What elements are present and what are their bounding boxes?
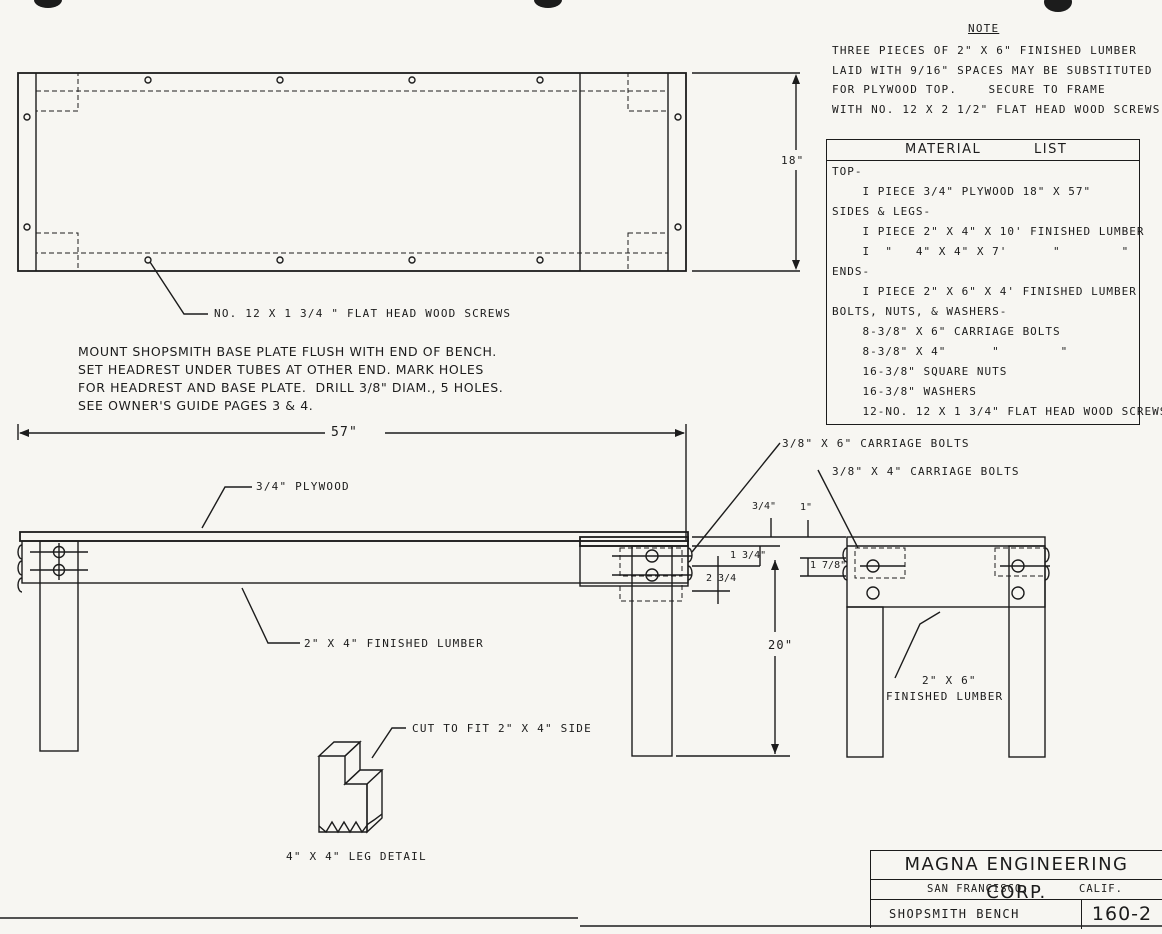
leg-detail bbox=[317, 727, 406, 834]
punch-hole-right bbox=[1044, 0, 1072, 12]
material-row: BOLTS, NUTS, & WASHERS- bbox=[832, 305, 1008, 318]
leg-detail-caption: 4" X 4" LEG DETAIL bbox=[286, 850, 427, 863]
end-lumber-label-1: 2" X 6" bbox=[922, 674, 977, 687]
top-view bbox=[17, 72, 800, 315]
material-row: 16-3/8" SQUARE NUTS bbox=[832, 365, 1008, 378]
material-list-header: MATERIAL LIST bbox=[827, 140, 1139, 161]
material-row: I PIECE 3/4" PLYWOOD 18" X 57" bbox=[832, 185, 1092, 198]
material-row: I " 4" X 4" X 7' " " bbox=[832, 245, 1130, 258]
material-row: SIDES & LEGS- bbox=[832, 205, 932, 218]
screw-leader bbox=[149, 261, 208, 315]
material-row: 8-3/8" X 4" " " bbox=[832, 345, 1069, 358]
side-rail bbox=[21, 540, 689, 584]
frame-hidden-lines bbox=[35, 90, 669, 254]
dim-one-three-quarter: 1 3/4" bbox=[730, 550, 767, 561]
dim-one-inch: 1" bbox=[800, 502, 813, 513]
cut-leader bbox=[371, 727, 406, 759]
material-row: ENDS- bbox=[832, 265, 871, 278]
material-row: TOP- bbox=[832, 165, 863, 178]
mount-instructions: MOUNT SHOPSMITH BASE PLATE FLUSH WITH EN… bbox=[78, 343, 503, 415]
end-view-left bbox=[579, 536, 693, 757]
lumber-label: 2" X 4" FINISHED LUMBER bbox=[304, 637, 484, 650]
material-header-left: MATERIAL bbox=[905, 142, 982, 157]
material-list: MATERIAL LIST TOP- I PIECE 3/4" PLYWOOD … bbox=[826, 139, 1162, 425]
note-line: WITH NO. 12 X 2 1/2" FLAT HEAD WOOD SCRE… bbox=[832, 102, 1162, 116]
instruction-line: SET HEADREST UNDER TUBES AT OTHER END. M… bbox=[78, 362, 484, 377]
dim-three-quarter: 3/4" bbox=[752, 501, 777, 512]
material-header-right: LIST bbox=[1034, 142, 1068, 157]
lumber-leader bbox=[241, 587, 300, 644]
title-block: MAGNA ENGINEERING CORP. SAN FRANCISCO, C… bbox=[870, 850, 1162, 929]
dim-20-label: 20" bbox=[768, 638, 794, 652]
note-line: THREE PIECES OF 2" X 6" FINISHED LUMBER bbox=[832, 44, 1138, 57]
material-row: 16-3/8" WASHERS bbox=[832, 385, 977, 398]
punch-hole-center bbox=[534, 0, 562, 8]
drawing-name: SHOPSMITH BENCH bbox=[871, 900, 1082, 929]
screw-callout: NO. 12 X 1 3/4 " FLAT HEAD WOOD SCREWS bbox=[214, 307, 512, 320]
end-lumber-label-2: FINISHED LUMBER bbox=[886, 690, 1004, 703]
end-leg-left bbox=[631, 545, 673, 757]
drawing-info: SHOPSMITH BENCH 160-2 bbox=[871, 900, 1162, 929]
screw-holes bbox=[23, 76, 682, 264]
end-lumber-leader bbox=[894, 611, 941, 679]
company-location: SAN FRANCISCO, CALIF. bbox=[871, 880, 1162, 900]
instruction-line: MOUNT SHOPSMITH BASE PLATE FLUSH WITH EN… bbox=[78, 344, 497, 359]
cut-label: CUT TO FIT 2" X 4" SIDE bbox=[412, 722, 592, 735]
material-row: I PIECE 2" X 4" X 10' FINISHED LUMBER bbox=[832, 225, 1145, 238]
plywood-leader bbox=[201, 486, 252, 529]
dim-one-seven-eighth: 1 7/8" bbox=[810, 560, 847, 571]
company-city: SAN FRANCISCO, bbox=[927, 883, 1030, 895]
note-line: FOR PLYWOOD TOP. SECURE TO FRAME bbox=[832, 83, 1106, 96]
end-view-right bbox=[842, 536, 1050, 758]
drawing-number: 160-2 bbox=[1091, 903, 1153, 925]
bolt-4-label: 3/8" X 4" CARRIAGE BOLTS bbox=[832, 465, 1020, 478]
punch-hole-left bbox=[34, 0, 62, 8]
plywood-label: 3/4" PLYWOOD bbox=[256, 480, 350, 493]
note-body: THREE PIECES OF 2" X 6" FINISHED LUMBER L… bbox=[832, 41, 1162, 119]
dim-57-label: 57" bbox=[331, 425, 359, 440]
material-row: 12-NO. 12 X 1 3/4" FLAT HEAD WOOD SCREWS bbox=[832, 405, 1162, 418]
side-leg bbox=[39, 540, 79, 752]
end-view-dimensions bbox=[676, 442, 859, 757]
note-title: NOTE bbox=[968, 22, 1000, 35]
side-view bbox=[17, 424, 689, 752]
dim-18-label: 18" bbox=[781, 154, 805, 167]
company-state: CALIF. bbox=[1079, 883, 1123, 895]
material-row: 8-3/8" X 6" CARRIAGE BOLTS bbox=[832, 325, 1061, 338]
top-view-outline bbox=[17, 72, 687, 272]
company-name: MAGNA ENGINEERING CORP. bbox=[871, 851, 1162, 903]
instruction-line: FOR HEADREST AND BASE PLATE. DRILL 3/8" … bbox=[78, 380, 504, 395]
bolt-6-label: 3/8" X 6" CARRIAGE BOLTS bbox=[782, 437, 970, 450]
note-line: LAID WITH 9/16" SPACES MAY BE SUBSTITUTE… bbox=[832, 63, 1153, 77]
instruction-line: SEE OWNER'S GUIDE PAGES 3 & 4. bbox=[78, 398, 314, 413]
material-row: I PIECE 2" X 6" X 4' FINISHED LUMBER bbox=[832, 285, 1137, 298]
dim-two-three-quarter: 2 3/4 bbox=[706, 573, 737, 584]
